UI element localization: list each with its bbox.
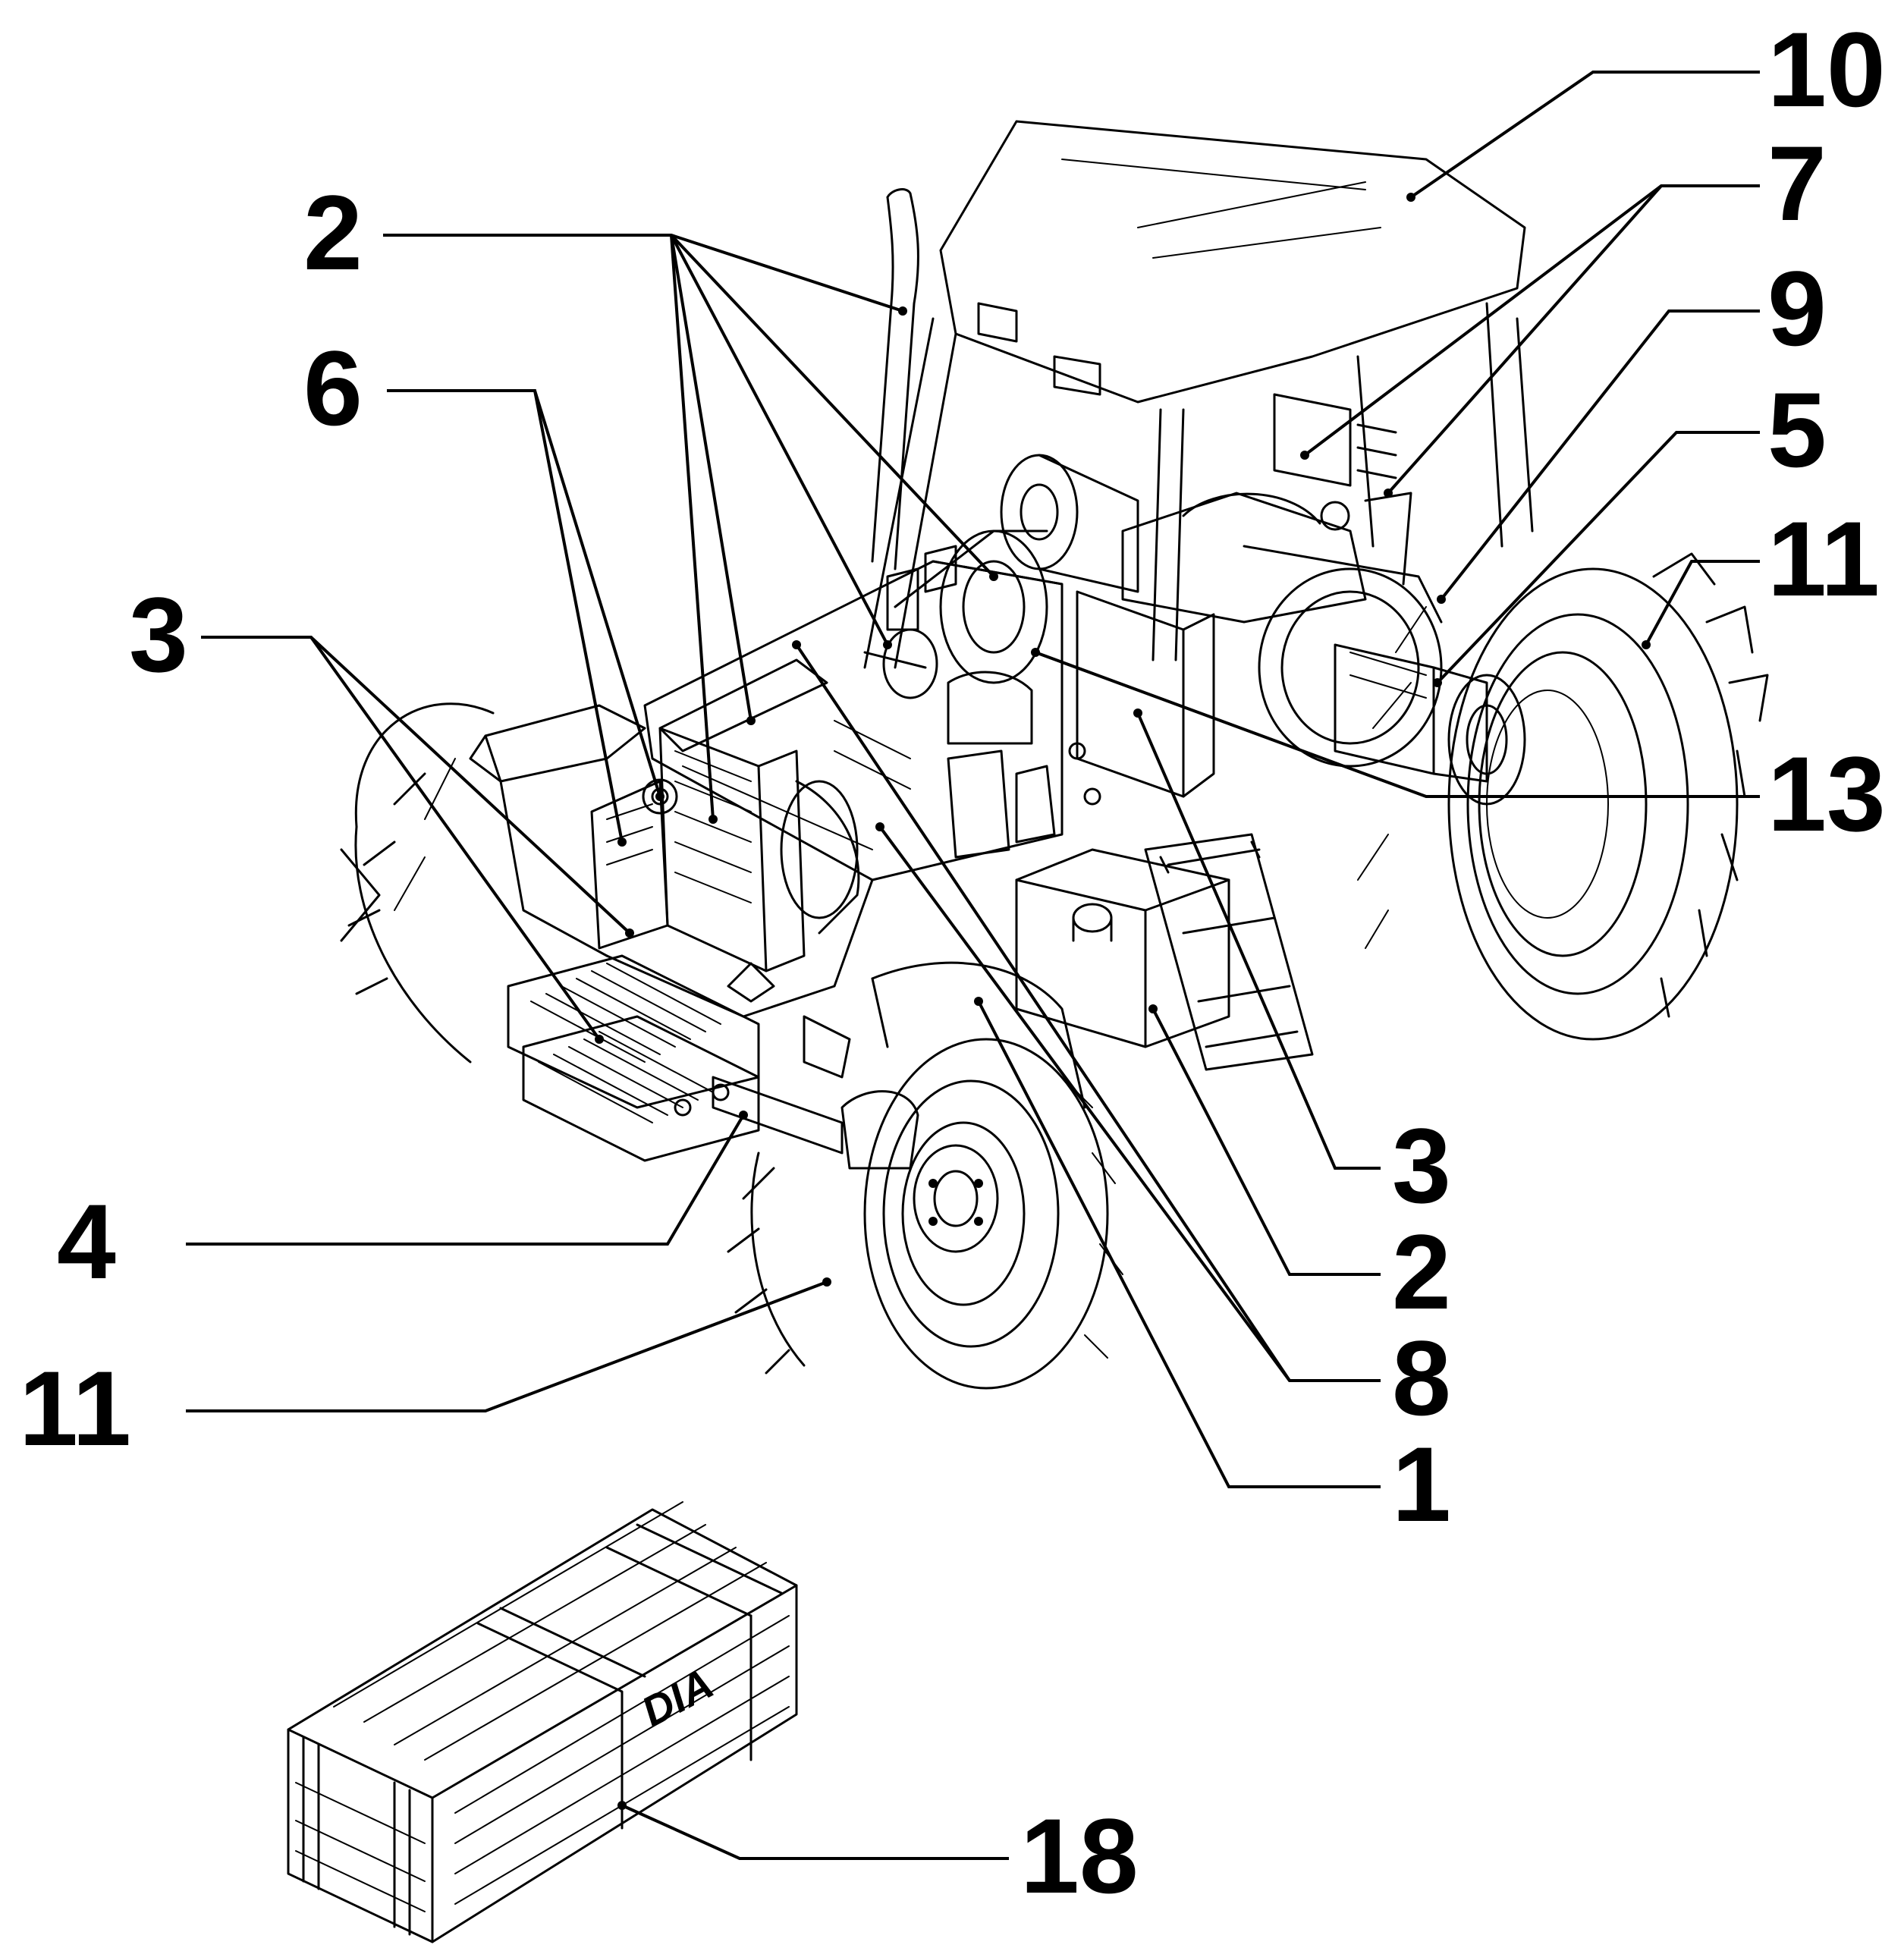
rear-wheel-left (340, 702, 495, 1064)
callout-18: 18 (1020, 1796, 1139, 1915)
callout-9: 9 (1767, 249, 1827, 368)
callout-8: 8 (1392, 1318, 1451, 1437)
front-axle (712, 1015, 919, 1170)
callout-2-right: 2 (1392, 1212, 1451, 1331)
callout-2-top: 2 (303, 173, 363, 292)
wooden-crate: DIA (287, 1501, 798, 1943)
callout-7: 7 (1767, 124, 1827, 243)
callout-13: 13 (1767, 734, 1886, 853)
cab-frame (863, 302, 1534, 669)
engine-hood (643, 529, 1101, 881)
fuel-tank (1015, 848, 1230, 1048)
tractor-illustration: DIA (287, 120, 1769, 1943)
callout-4: 4 (57, 1182, 116, 1301)
front-wheel (727, 961, 1123, 1390)
front-weights (507, 954, 760, 1162)
exhaust-pipe (871, 188, 919, 570)
callout-1: 1 (1392, 1425, 1451, 1544)
rear-wheel-right (1357, 552, 1769, 1041)
leader-lines (186, 71, 1760, 1860)
callout-labels: 10 7 9 5 11 13 3 2 8 1 2 6 3 4 11 18 (19, 10, 1886, 1915)
rear-transmission (1000, 393, 1526, 806)
callout-11-left: 11 (19, 1349, 131, 1468)
callout-10: 10 (1767, 10, 1886, 129)
callout-6: 6 (303, 328, 363, 448)
callout-3-left: 3 (129, 575, 188, 694)
callout-11-right: 11 (1767, 499, 1880, 618)
callout-3-right: 3 (1392, 1106, 1451, 1225)
hood-nose (469, 704, 874, 1018)
callout-5: 5 (1767, 370, 1827, 489)
cab-roof (939, 120, 1526, 404)
